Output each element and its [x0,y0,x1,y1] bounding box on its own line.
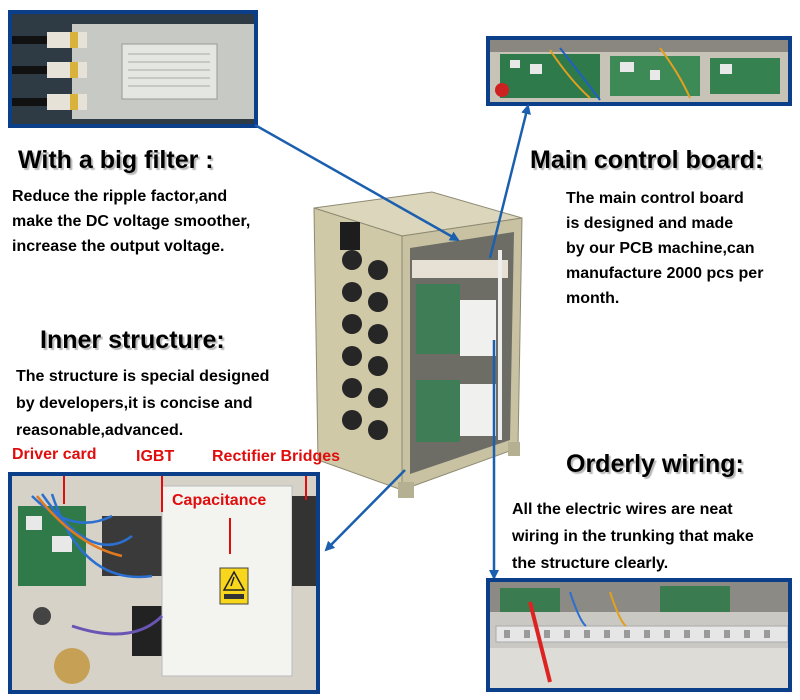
power-cabinet-image [313,191,523,498]
inner-line: by developers,it is concise and [16,395,253,412]
filter-photo [8,10,258,128]
inner-structure-image [12,476,316,690]
wiring-line: All the electric wires are neat [512,501,733,518]
wiring-line: the structure clearly. [512,555,669,572]
filter-line: Reduce the ripple factor,and [12,188,228,205]
filter-image [12,14,254,124]
driver-card-label: Driver card [12,446,97,463]
wiring-description: All the electric wires are neat wiring i… [512,496,754,577]
wiring-line: wiring in the trunking that make [512,528,754,545]
filter-description: Reduce the ripple factor,and make the DC… [12,184,250,259]
wiring-image [490,582,788,688]
main-board-line: manufacture 2000 pcs per [566,265,764,282]
filter-line: make the DC voltage smoother, [12,213,251,230]
inner-line: reasonable,advanced. [16,422,184,439]
main-board-heading: Main control board: [530,146,764,174]
inner-structure-photo [8,472,320,694]
arrow-board [488,104,531,259]
main-board-line: The main control board [566,190,744,207]
wiring-photo [486,578,792,692]
inner-description: The structure is special designed by dev… [16,363,269,444]
control-board-photo [486,36,792,106]
inner-heading: Inner structure: [40,326,225,354]
filter-line: increase the output voltage. [12,238,225,255]
main-board-description: The main control board is designed and m… [566,186,763,311]
rectifier-label: Rectifier Bridges [212,448,341,465]
wiring-heading: Orderly wiring: [566,450,744,478]
inner-line: The structure is special designed [16,368,270,385]
filter-heading: With a big filter : [18,146,214,174]
capacitance-label: Capacitance [172,492,267,509]
main-board-line: by our PCB machine,can [566,240,755,257]
main-board-line: month. [566,290,620,307]
igbt-label: IGBT [136,448,175,465]
main-board-line: is designed and made [566,215,734,232]
arrow-filter [254,123,460,242]
control-board-image [490,40,788,102]
arrow-inner [324,469,406,552]
